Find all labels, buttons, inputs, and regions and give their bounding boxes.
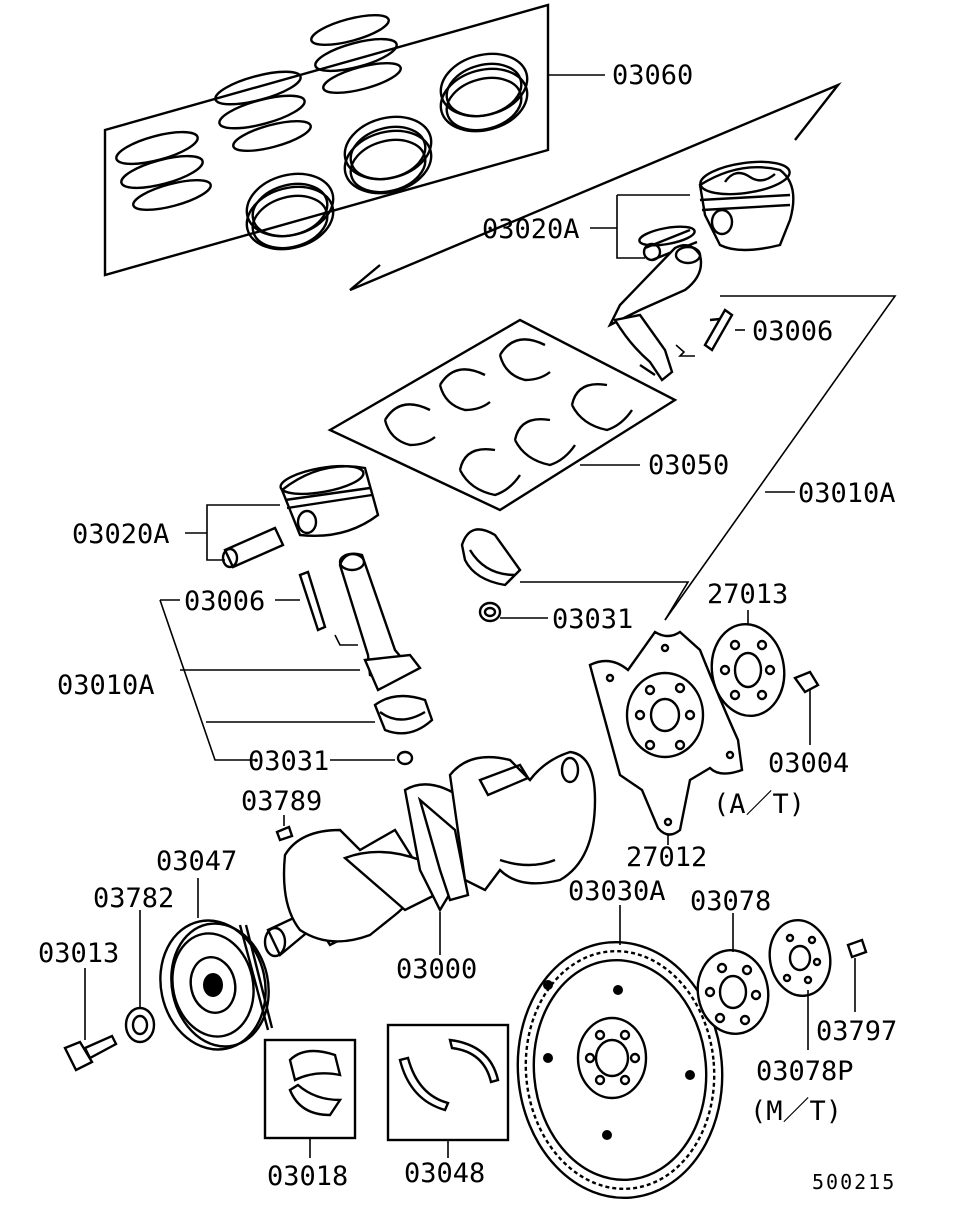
crank-pulley — [159, 878, 274, 1051]
thrust-washer-set — [386, 1023, 510, 1158]
label-27013: 27013 — [707, 579, 788, 610]
ring-group-1 — [115, 130, 212, 212]
washer-03782 — [124, 910, 156, 1044]
connecting-rod-left — [159, 552, 434, 766]
ring-stack-3 — [439, 52, 529, 133]
piston-top — [590, 160, 795, 262]
piston-ring-set — [103, 3, 605, 277]
label-03010A-right: 03010A — [798, 478, 896, 509]
label-03048: 03048 — [404, 1158, 485, 1189]
bolt-03013 — [63, 968, 118, 1072]
ring-group-2 — [214, 70, 312, 153]
plate-03078P — [768, 919, 832, 1050]
main-bearing-set — [263, 1038, 357, 1158]
label-03006-right: 03006 — [752, 316, 833, 347]
label-03020A-left: 03020A — [72, 519, 170, 550]
key-03789 — [275, 815, 294, 842]
drive-plate — [588, 630, 744, 845]
label-03789: 03789 — [241, 786, 322, 817]
bearing-lower-right — [460, 528, 690, 623]
flywheel — [516, 905, 724, 1200]
label-03060: 03060 — [612, 60, 693, 91]
label-03031-right: 03031 — [552, 604, 633, 635]
label-03004: 03004 — [768, 748, 849, 779]
guideline-03010A-right — [664, 295, 897, 621]
label-03000: 03000 — [396, 954, 477, 985]
figure-code: 500215 — [812, 1170, 896, 1194]
label-03010A-left: 03010A — [57, 670, 155, 701]
section-divider-top — [349, 82, 842, 292]
label-03050: 03050 — [648, 450, 729, 481]
label-03047: 03047 — [156, 846, 237, 877]
label-03018: 03018 — [267, 1161, 348, 1192]
label-27012: 27012 — [626, 842, 707, 873]
label-03020A-top: 03020A — [482, 214, 580, 245]
label-03782: 03782 — [93, 883, 174, 914]
label-03078: 03078 — [690, 886, 771, 917]
piston-left — [185, 464, 380, 569]
label-03797: 03797 — [816, 1016, 897, 1047]
ring-stack-2 — [343, 115, 433, 195]
crankshaft — [263, 750, 597, 958]
bolt-03797 — [846, 938, 868, 1012]
ring-stack-1 — [245, 172, 335, 251]
label-03013: 03013 — [38, 938, 119, 969]
bearing-set — [327, 318, 678, 512]
bolt-03004 — [793, 670, 820, 745]
connecting-rod-top — [607, 244, 745, 382]
label-03031-left: 03031 — [248, 746, 329, 777]
label-03006-left: 03006 — [184, 586, 265, 617]
label-03078P: 03078P — [756, 1056, 854, 1087]
ring-group-3 — [310, 13, 402, 95]
adapter-plate — [710, 610, 786, 718]
label-03030A: 03030A — [568, 876, 666, 907]
note-manual-transmission: (M／T) — [750, 1096, 842, 1127]
note-automatic-transmission: (A／T) — [713, 789, 805, 820]
adapter-03078 — [696, 913, 770, 1036]
